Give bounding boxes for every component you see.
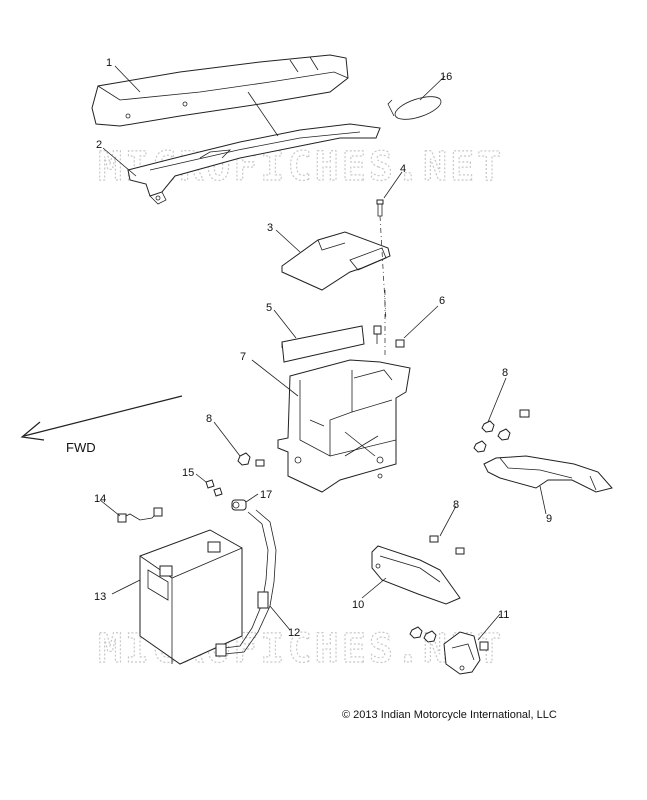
part-13-battery — [139, 529, 243, 665]
part-16-clamp — [387, 96, 442, 120]
leader-lines — [99, 65, 547, 641]
part-14-cable — [117, 507, 163, 523]
callout-8-left: 8 — [206, 413, 212, 425]
part-1-upper-cover — [91, 54, 349, 127]
part-17-fitting — [231, 499, 247, 511]
callout-labels: 1 2 3 4 5 6 7 8 8 8 9 10 11 12 13 14 15 … — [94, 57, 552, 639]
part-6-bolts — [373, 325, 405, 348]
part-9-bracket — [473, 409, 613, 493]
callout-5: 5 — [266, 302, 272, 314]
part-2-lower-rail — [127, 123, 381, 205]
callout-8-lower: 8 — [453, 499, 459, 511]
callout-14: 14 — [94, 493, 106, 505]
callout-8-right: 8 — [502, 367, 508, 379]
callout-16: 16 — [440, 71, 452, 83]
callout-3: 3 — [267, 222, 273, 234]
callout-1: 1 — [106, 57, 112, 69]
part-7-battery-tray — [277, 359, 411, 493]
callout-7: 7 — [240, 351, 246, 363]
part-10-bracket — [371, 535, 465, 605]
callout-12: 12 — [288, 627, 300, 639]
forward-arrow: FWD — [20, 395, 183, 455]
callout-13: 13 — [94, 591, 106, 603]
callout-6: 6 — [439, 295, 445, 307]
part-15-screws — [205, 479, 223, 497]
callout-17: 17 — [260, 489, 272, 501]
callout-15: 15 — [182, 467, 194, 479]
fwd-label: FWD — [66, 440, 96, 455]
part-5-foam-pad — [281, 325, 365, 363]
assembly-lines — [379, 215, 387, 356]
callout-11: 11 — [498, 609, 509, 621]
callout-2: 2 — [96, 139, 102, 151]
callout-9: 9 — [546, 513, 552, 525]
copyright-text: © 2013 Indian Motorcycle International, … — [342, 709, 557, 721]
part-11-connector — [409, 626, 489, 675]
part-4-screw — [376, 199, 384, 217]
part-3-lid — [281, 231, 391, 291]
part-8-nut-left — [237, 452, 265, 467]
part-12-cable — [215, 509, 277, 657]
callout-10: 10 — [352, 599, 364, 611]
callout-4: 4 — [400, 163, 406, 175]
